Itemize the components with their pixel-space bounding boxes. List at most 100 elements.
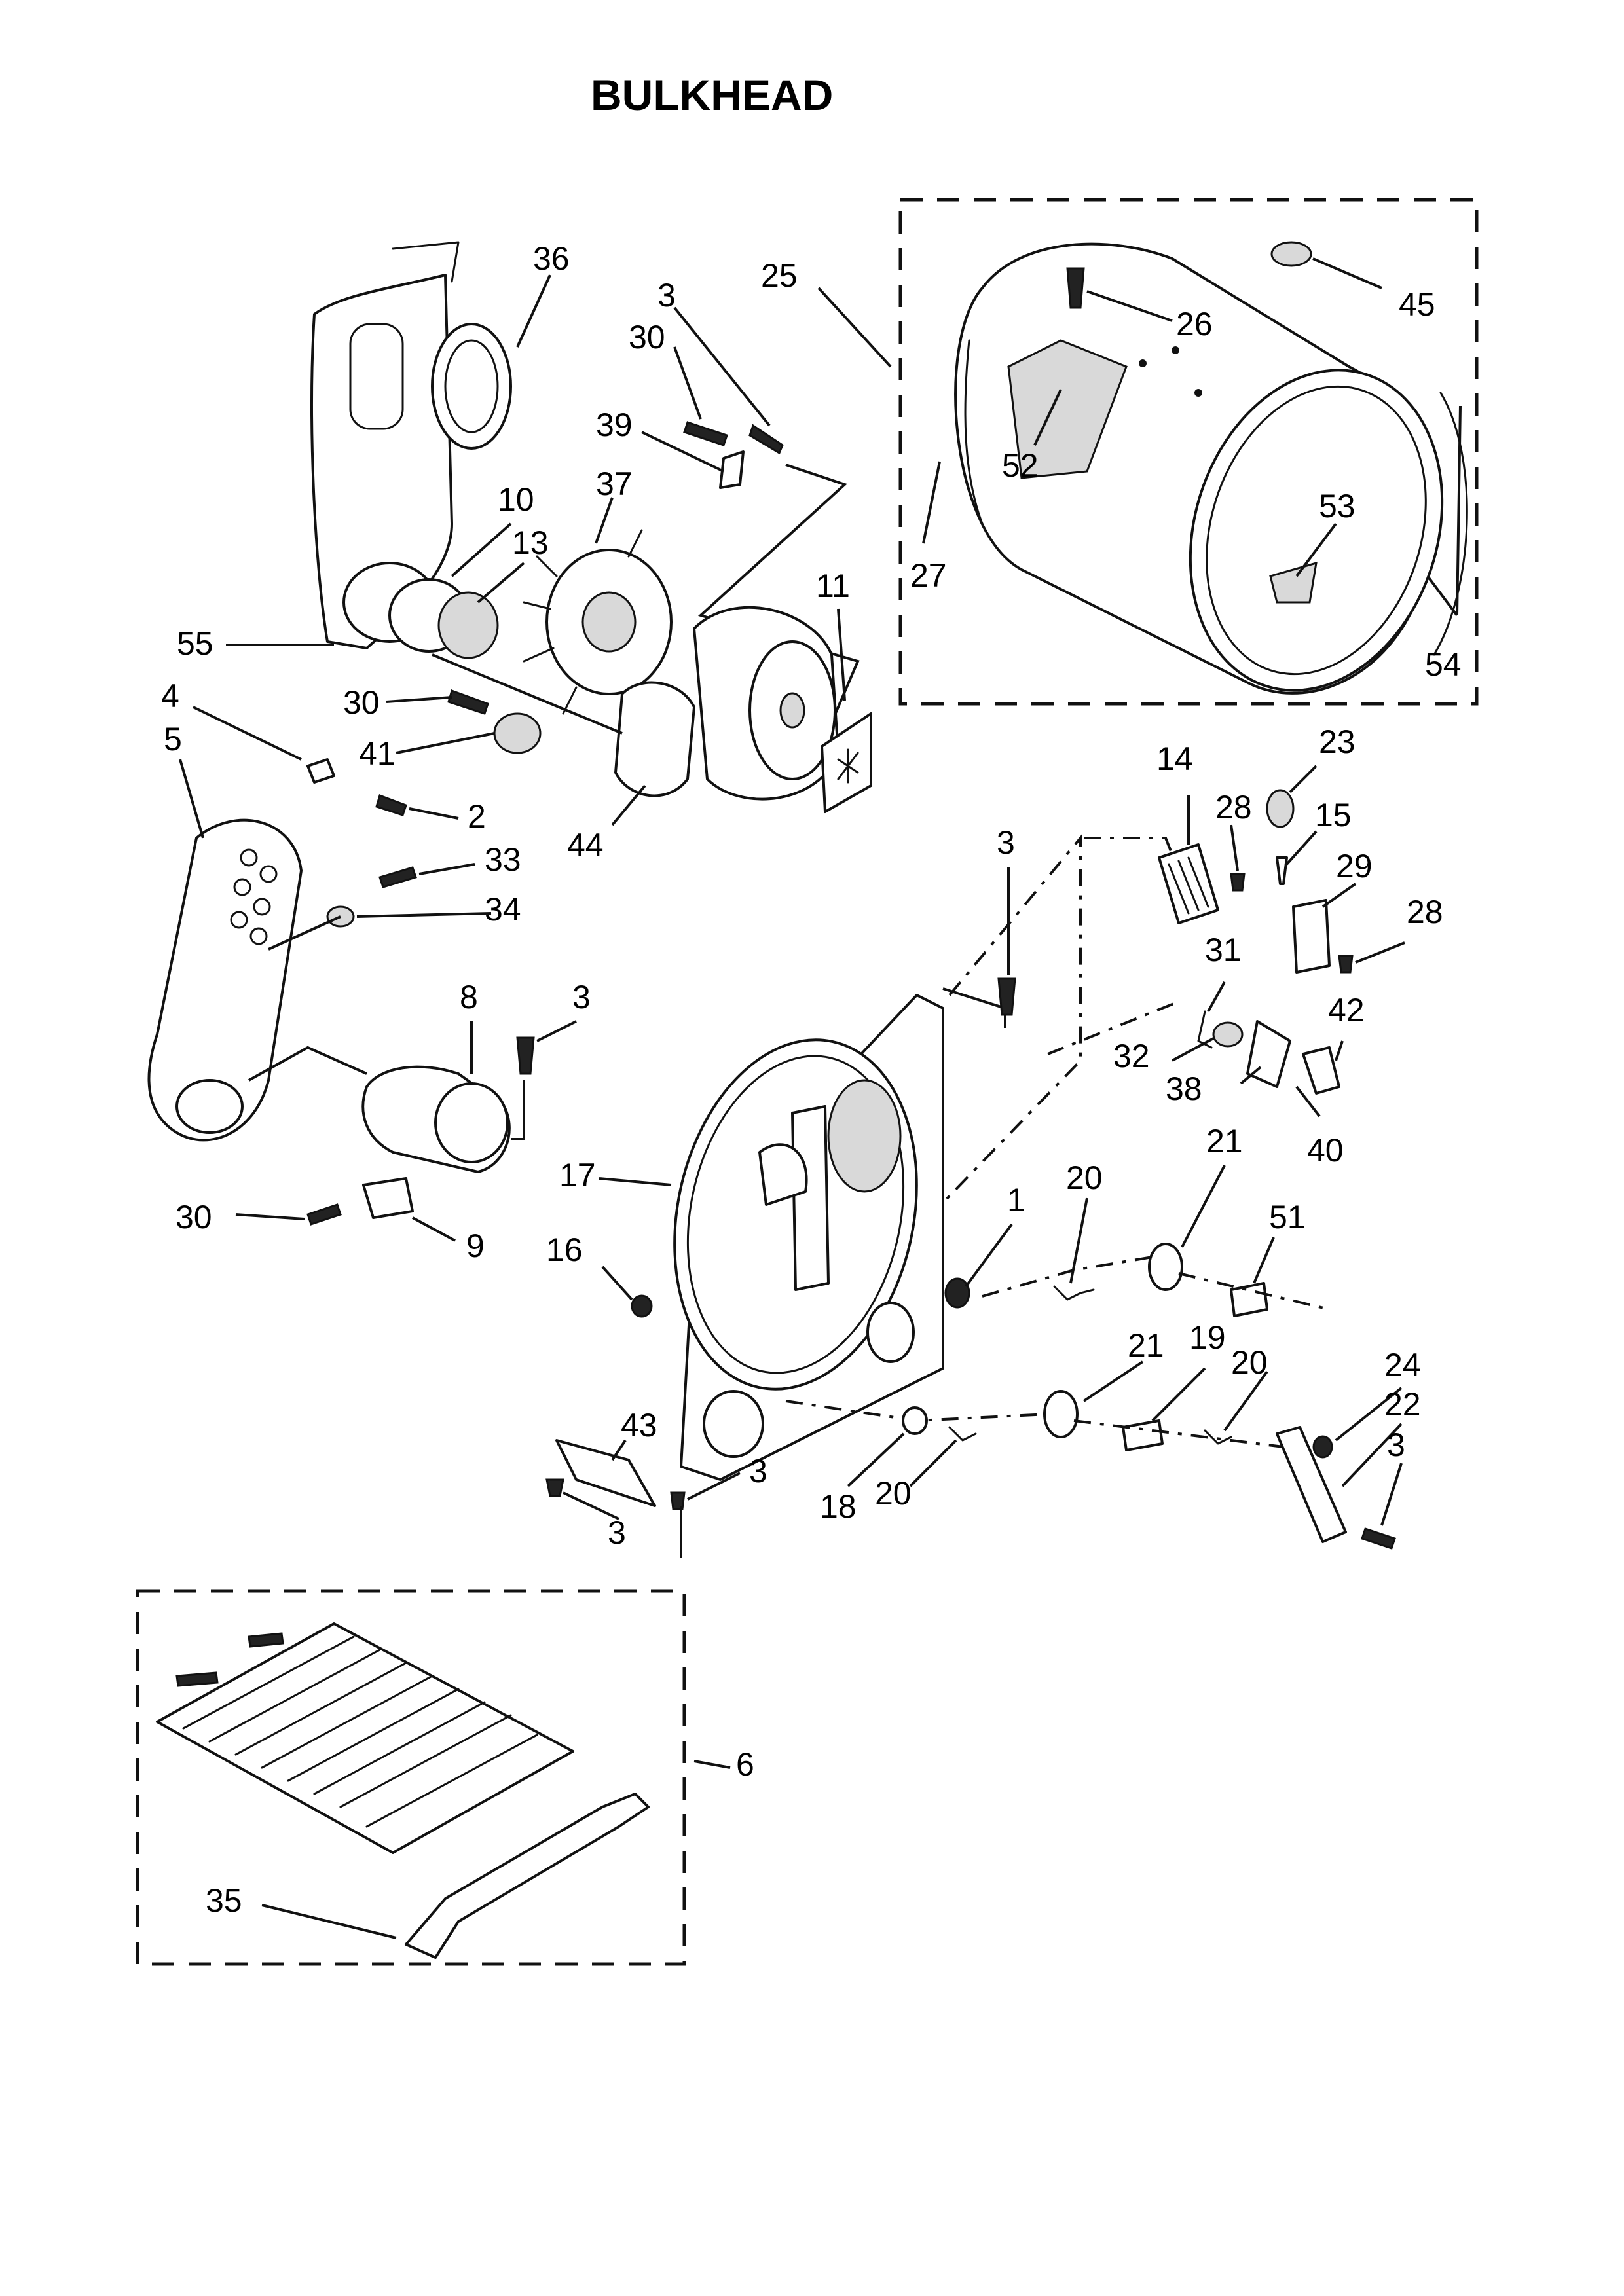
leader-16: [601, 1266, 633, 1301]
screw-top-left: [683, 421, 728, 446]
callout-3-bulk: 3: [997, 824, 1015, 861]
leader-3-top: [673, 306, 771, 427]
callout-52: 52: [1002, 447, 1039, 484]
callout-39: 39: [596, 407, 633, 443]
impeller-vanes: [523, 529, 643, 715]
roller-line-upper: [982, 1256, 1153, 1298]
callout-9: 9: [466, 1228, 485, 1264]
drum-rear-seam: [964, 339, 984, 525]
base-grate: [156, 1622, 574, 1854]
callout-3-bot: 3: [749, 1453, 767, 1489]
leader-19: [1151, 1367, 1206, 1422]
screw-28a: [1230, 873, 1246, 892]
leader-18: [847, 1432, 905, 1487]
bulkhead-duct: [791, 1105, 830, 1291]
pulley-shaft: [779, 692, 805, 729]
callout-3: 3: [657, 277, 676, 314]
leader-24: [1335, 1387, 1403, 1442]
callout-38: 38: [1166, 1070, 1202, 1107]
leader-21a: [1181, 1165, 1226, 1248]
leader-3-left: [563, 1491, 619, 1520]
timer-motor-face: [434, 1082, 509, 1163]
drum-roller: [944, 1277, 970, 1309]
blower-seal-inner: [444, 339, 499, 433]
switch: [821, 712, 872, 813]
bulkhead-group: [631, 834, 1082, 1481]
duct-group: [147, 758, 417, 1142]
bulkhead-nut: [631, 1294, 653, 1318]
callout-20-c: 20: [875, 1475, 912, 1512]
front-bracket: [555, 1439, 656, 1507]
callout-30-mid: 30: [343, 684, 380, 721]
duct-clamp: [306, 758, 335, 784]
leader-40: [1295, 1085, 1321, 1118]
roller-group: [785, 1243, 1396, 1550]
rear-panel-group: [310, 241, 872, 813]
leader-54: [1426, 405, 1462, 617]
roller-wheel-21a: [1148, 1243, 1183, 1291]
leader-3-motor: [536, 1020, 577, 1042]
washer-32: [1212, 1021, 1244, 1048]
duct-screw-33: [378, 866, 417, 888]
leader-10: [451, 522, 512, 577]
duct-hole: [253, 898, 271, 916]
callout-11: 11: [816, 568, 850, 604]
callout-23: 23: [1319, 723, 1356, 760]
callout-36: 36: [533, 240, 570, 277]
roller-shaft-51: [1230, 1282, 1268, 1317]
lower-motor-group: [248, 1036, 535, 1226]
bulkhead-wire-dash: [883, 834, 1082, 1265]
leader-28a: [1230, 824, 1239, 871]
duct-hole: [249, 927, 268, 945]
spring-31: [1197, 1010, 1213, 1049]
rear-panel-flange: [392, 241, 460, 283]
callout-40: 40: [1307, 1132, 1344, 1169]
roller-clip-20c: [948, 1426, 977, 1442]
leader-35: [261, 1904, 397, 1939]
leader-2: [409, 807, 459, 820]
roller-screw: [1361, 1527, 1396, 1550]
drum-hole: [1172, 346, 1179, 354]
motor-switch: [362, 1177, 414, 1219]
callout-34: 34: [485, 891, 521, 928]
screw-top-right: [748, 424, 784, 455]
duct-hole: [240, 848, 258, 867]
bulkhead-wire: [942, 987, 1006, 1028]
leader-3-right: [1380, 1463, 1403, 1526]
callout-3-motor: 3: [572, 979, 591, 1015]
base-kit-box: [136, 1589, 686, 1966]
blower-seal: [431, 323, 512, 450]
base-group: [136, 1589, 686, 1966]
roller-clip-20a: [1053, 1285, 1095, 1301]
leader-29: [1321, 883, 1357, 908]
wire-clip: [719, 450, 745, 489]
callout-17: 17: [559, 1157, 596, 1194]
leader-38: [1240, 1066, 1262, 1085]
motor-mount: [493, 712, 542, 754]
leader-51: [1253, 1237, 1275, 1284]
callout-43: 43: [621, 1407, 657, 1444]
thermistor: [1276, 856, 1288, 885]
callout-15: 15: [1315, 797, 1352, 833]
callout-41: 41: [359, 735, 396, 772]
leader-26: [1086, 290, 1173, 322]
drum-front-seal: [1433, 392, 1468, 656]
leader-43: [611, 1439, 627, 1461]
duct-wire: [268, 915, 341, 951]
drum-front-opening: [1189, 369, 1444, 692]
leader-lines: [179, 257, 1462, 1939]
callout-44: 44: [567, 827, 604, 864]
callout-3-right: 3: [1387, 1427, 1405, 1463]
leader-22: [1341, 1423, 1403, 1487]
callout-24: 24: [1384, 1347, 1421, 1383]
bulkhead-port-right: [866, 1302, 915, 1363]
bulkhead-port: [703, 1390, 764, 1458]
callout-19: 19: [1189, 1319, 1226, 1356]
leader-52: [1033, 389, 1062, 446]
drum-kit-box: [898, 198, 1479, 706]
callout-10: 10: [498, 481, 534, 518]
callout-42: 42: [1328, 992, 1365, 1029]
grate-post-left: [175, 1671, 219, 1687]
leader-5: [179, 759, 204, 839]
